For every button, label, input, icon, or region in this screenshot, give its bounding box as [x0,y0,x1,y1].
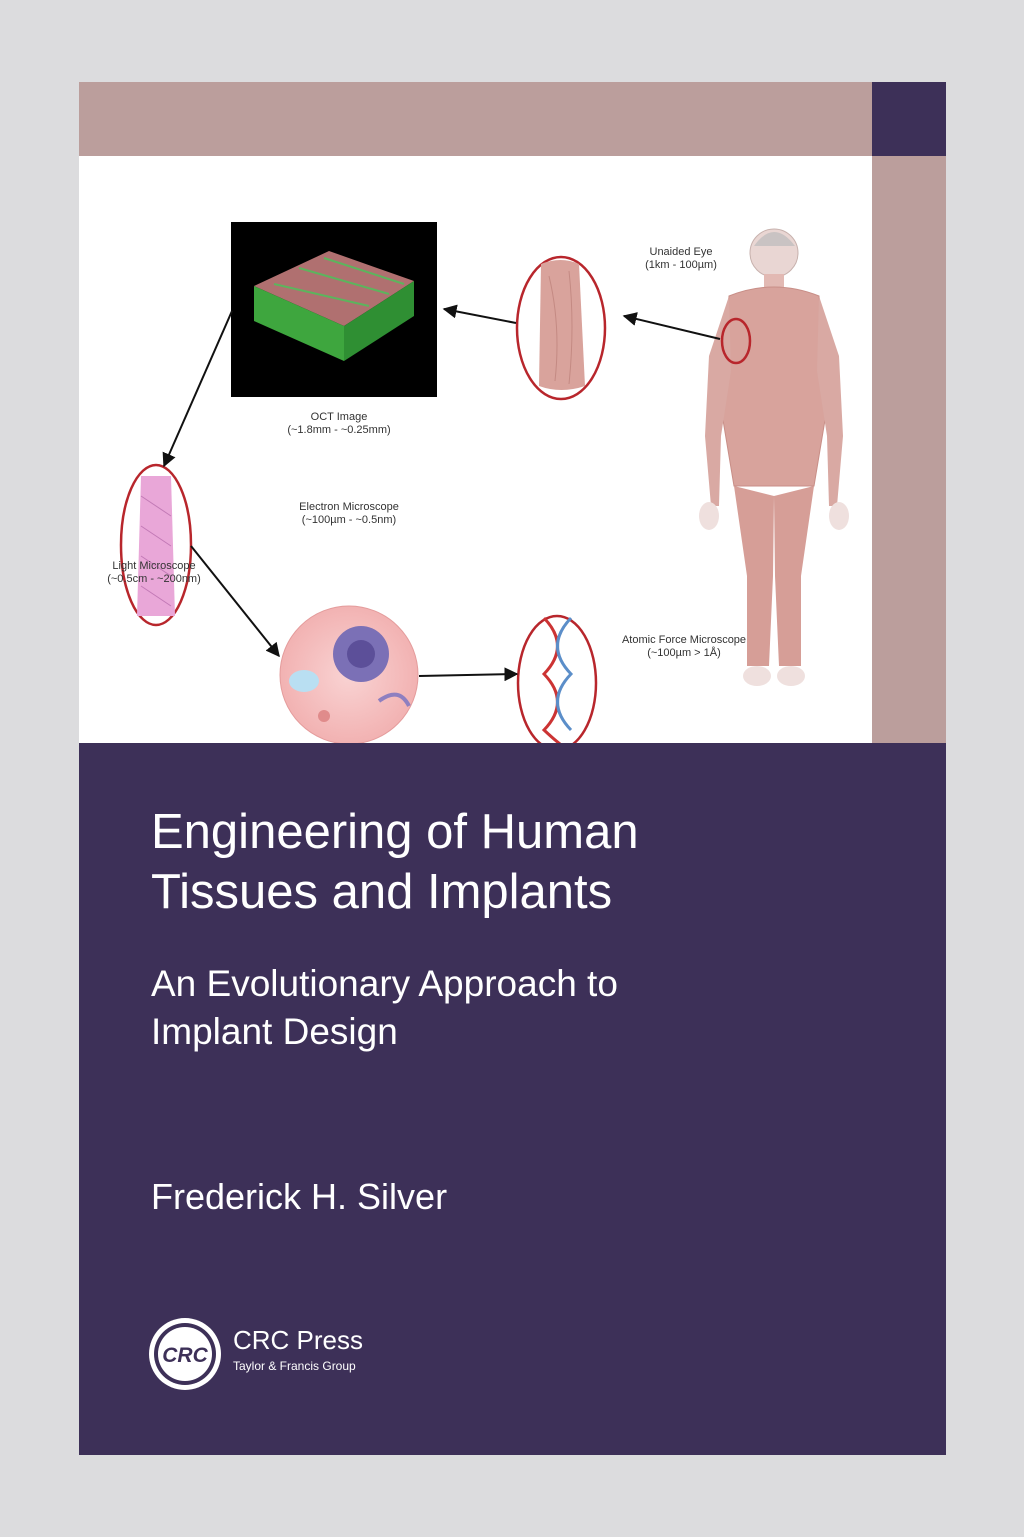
publisher-group: Taylor & Francis Group [233,1359,356,1373]
book-title: Engineering of Human Tissues and Implant… [151,802,911,922]
subtitle-line-2: Implant Design [151,1011,398,1052]
human-body-illustration [699,228,849,686]
unaided-eye-label: Unaided Eye (1km - 100µm) [645,246,717,271]
corner-color-block [872,82,946,156]
cover-figure: Unaided Eye (1km - 100µm) OCT Image (~1.… [79,156,872,743]
electron-microscope-label: Electron Microscope (~100µm - ~0.5nm) [299,501,399,526]
right-color-band [872,156,946,743]
book-subtitle: An Evolutionary Approach to Implant Desi… [151,960,911,1056]
afm-label: Atomic Force Microscope (~100µm > 1Å) [621,634,747,659]
title-line-2: Tissues and Implants [151,865,613,919]
oct-image-illustration [231,222,437,397]
publisher-name: CRC Press [233,1325,364,1355]
book-author: Frederick H. Silver [151,1176,448,1217]
crc-logo-text: CRC [162,1344,208,1367]
arm-highlight-circle [720,317,752,365]
subtitle-line-1: An Evolutionary Approach to [151,963,618,1004]
title-line-1: Engineering of Human [151,805,639,859]
light-microscope-illustration [119,463,193,627]
oct-image-label: OCT Image (~1.8mm - ~0.25mm) [287,411,391,436]
muscle-zoom-illustration [515,255,607,401]
electron-microscope-illustration [279,605,419,743]
afm-illustration [516,614,598,743]
flow-arrows [162,304,721,682]
light-microscope-label: Light Microscope (~0.5cm - ~200nm) [107,560,201,585]
scale-diagram [119,222,849,743]
crc-logo-icon: CRC [149,1318,221,1390]
top-color-band [79,82,872,156]
book-cover: Unaided Eye (1km - 100µm) OCT Image (~1.… [79,82,946,1455]
